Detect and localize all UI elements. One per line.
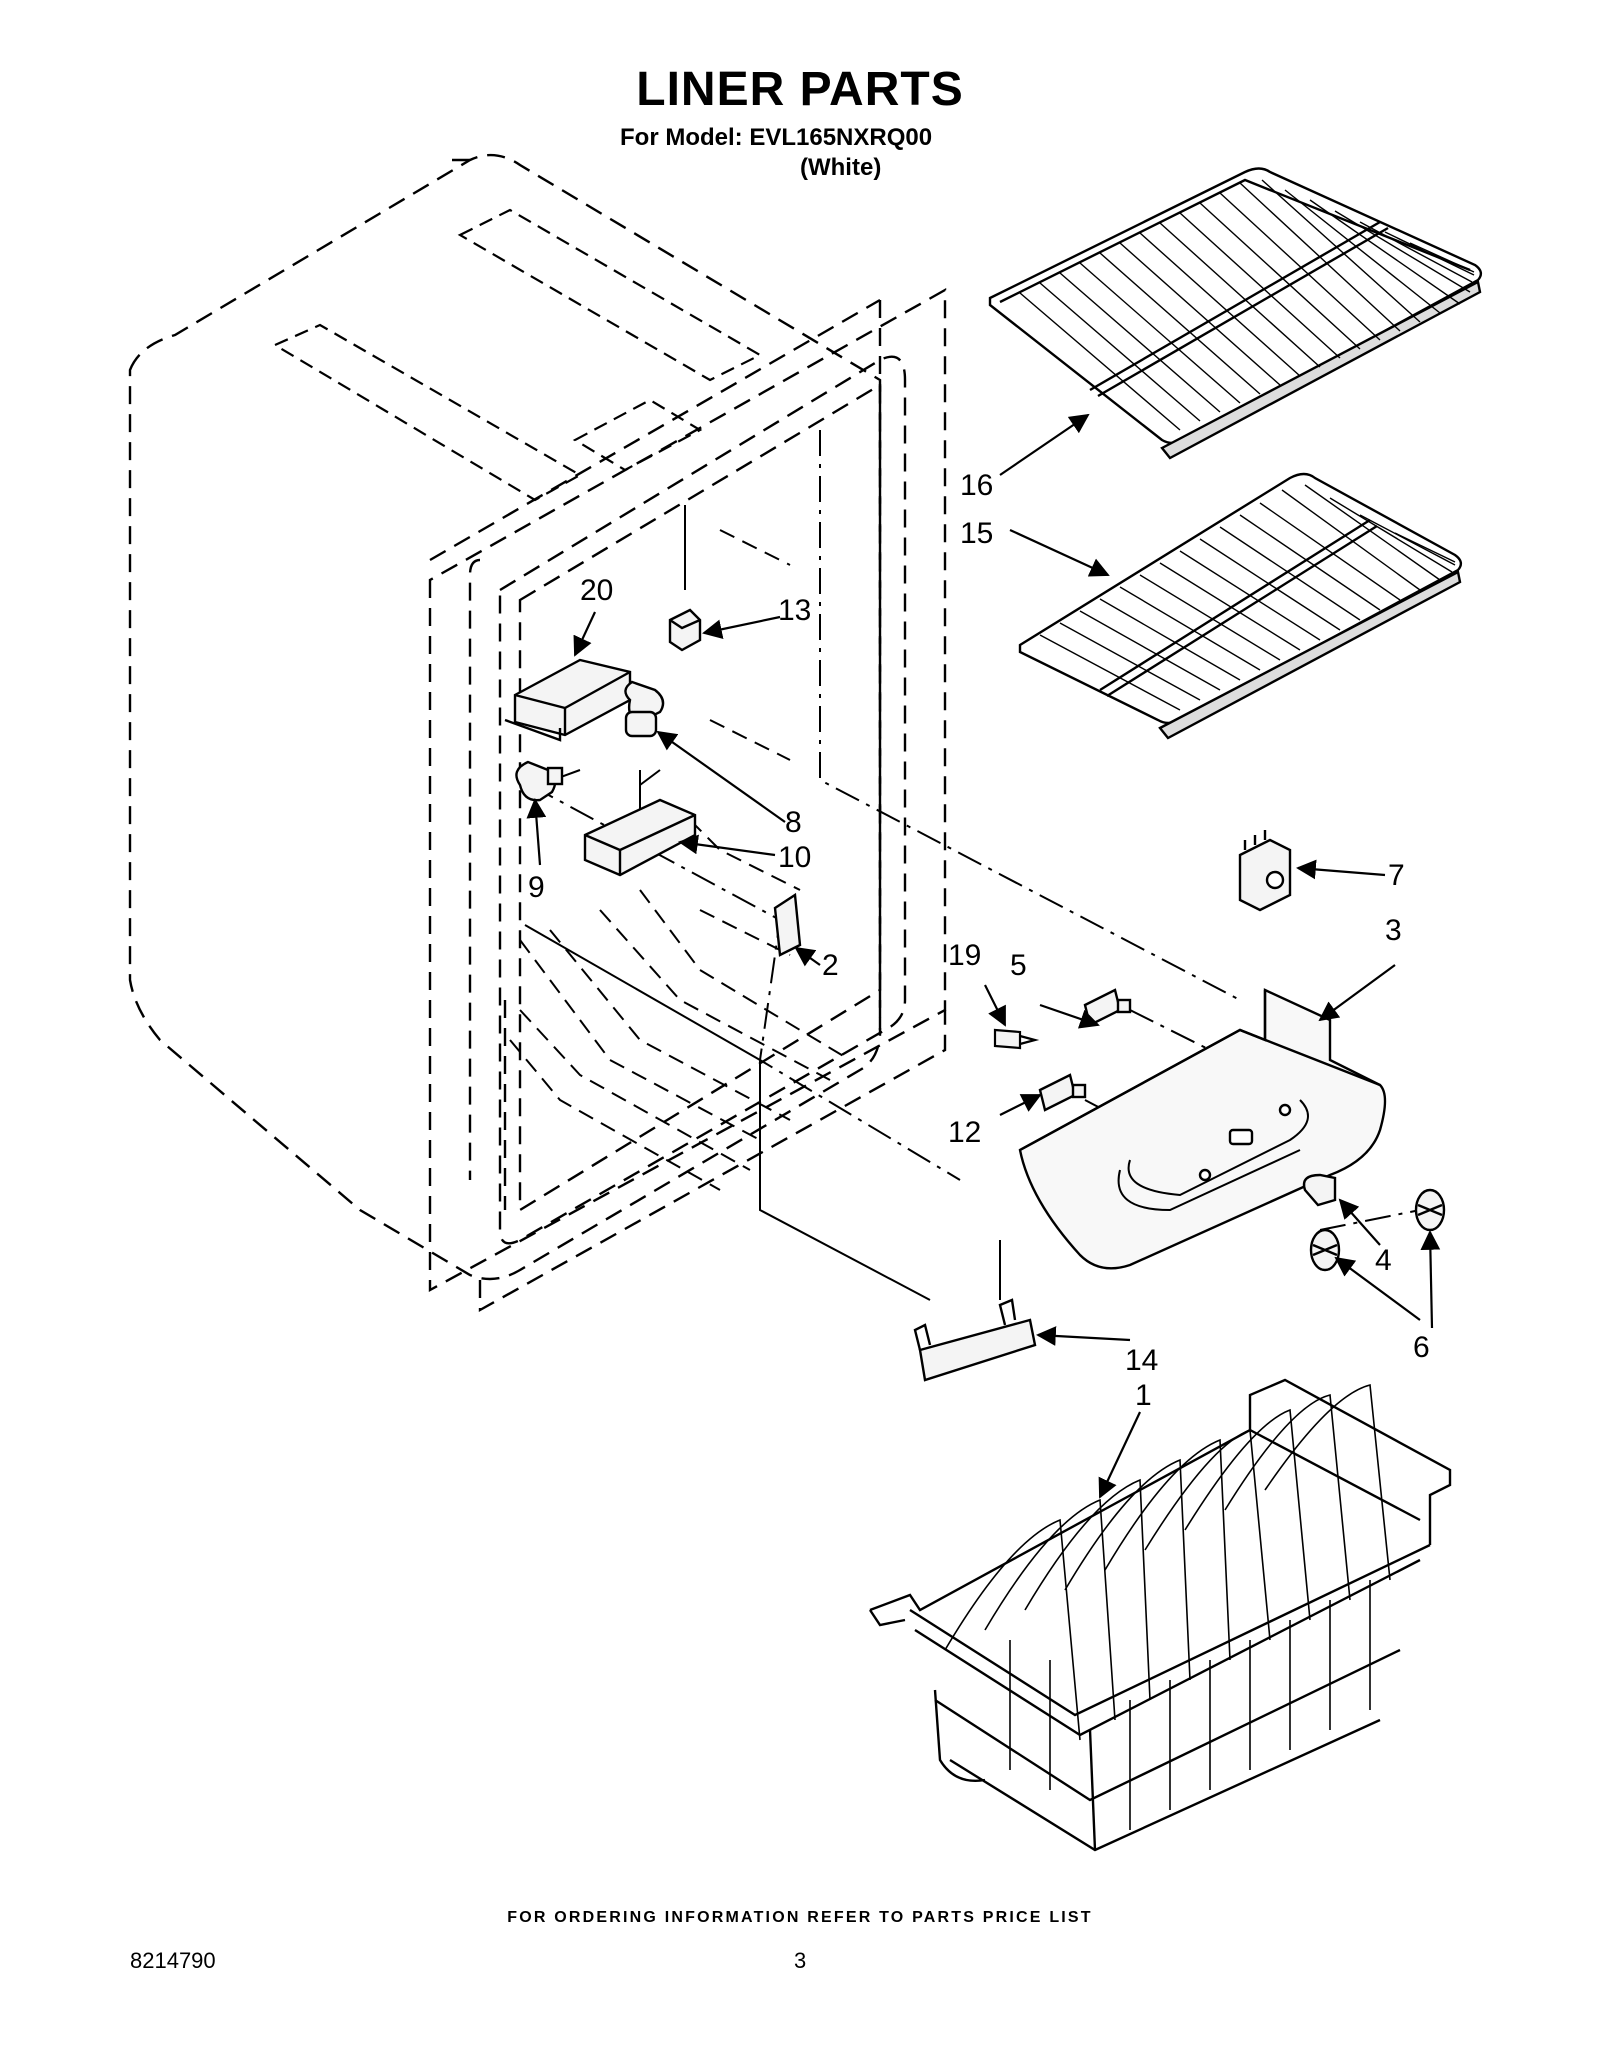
document-number: 8214790 <box>130 1948 216 1973</box>
callout-19: 19 <box>948 939 981 972</box>
clip-part <box>1302 1173 1337 1207</box>
cabinet-outline <box>128 153 882 1281</box>
rail-part <box>913 1298 1037 1382</box>
callout-15: 15 <box>960 517 993 550</box>
callout-9: 9 <box>528 871 545 904</box>
wire-basket-part <box>869 1378 1452 1852</box>
callout-16: 16 <box>960 469 993 502</box>
callout-arrows <box>526 413 1441 1499</box>
light-cover-part <box>504 658 632 742</box>
guide-part-5 <box>1083 988 1132 1027</box>
switch-part <box>668 608 702 652</box>
callout-13: 13 <box>778 594 811 627</box>
callout-6: 6 <box>1413 1331 1430 1364</box>
page-number: 3 <box>794 1948 807 1973</box>
knob-part <box>1309 1188 1446 1272</box>
upper-wire-shelf <box>988 167 1483 460</box>
callout-12: 12 <box>948 1116 981 1149</box>
liner-outline <box>428 287 947 1313</box>
plate-part <box>773 892 802 957</box>
callout-2: 2 <box>822 949 839 982</box>
callout-7: 7 <box>1388 859 1405 892</box>
callout-5: 5 <box>1010 949 1027 982</box>
top-panels <box>272 208 763 502</box>
guide-part-12 <box>1038 1073 1087 1112</box>
callout-3: 3 <box>1385 914 1402 947</box>
page-title: LINER PARTS <box>636 63 964 116</box>
callout-14: 14 <box>1125 1344 1158 1377</box>
lower-wire-shelf <box>1018 472 1463 740</box>
screw-part <box>993 1028 1040 1050</box>
light-bracket-part <box>583 798 697 877</box>
callout-20: 20 <box>580 574 613 607</box>
light-socket-part <box>624 680 665 738</box>
control-part <box>1238 830 1292 912</box>
drawer-part <box>1018 988 1387 1270</box>
callout-1: 1 <box>1135 1379 1152 1412</box>
liner-solid-lines <box>524 505 1001 1301</box>
interior-rails <box>509 529 851 1191</box>
callout-4: 4 <box>1375 1244 1392 1277</box>
callout-10: 10 <box>778 841 811 874</box>
color-line: (White) <box>800 154 882 181</box>
callout-8: 8 <box>785 806 802 839</box>
model-line: For Model: EVL165NXRQ00 <box>620 124 933 151</box>
ordering-note: FOR ORDERING INFORMATION REFER TO PARTS … <box>507 1909 1093 1926</box>
light-bulb-part <box>515 760 564 802</box>
